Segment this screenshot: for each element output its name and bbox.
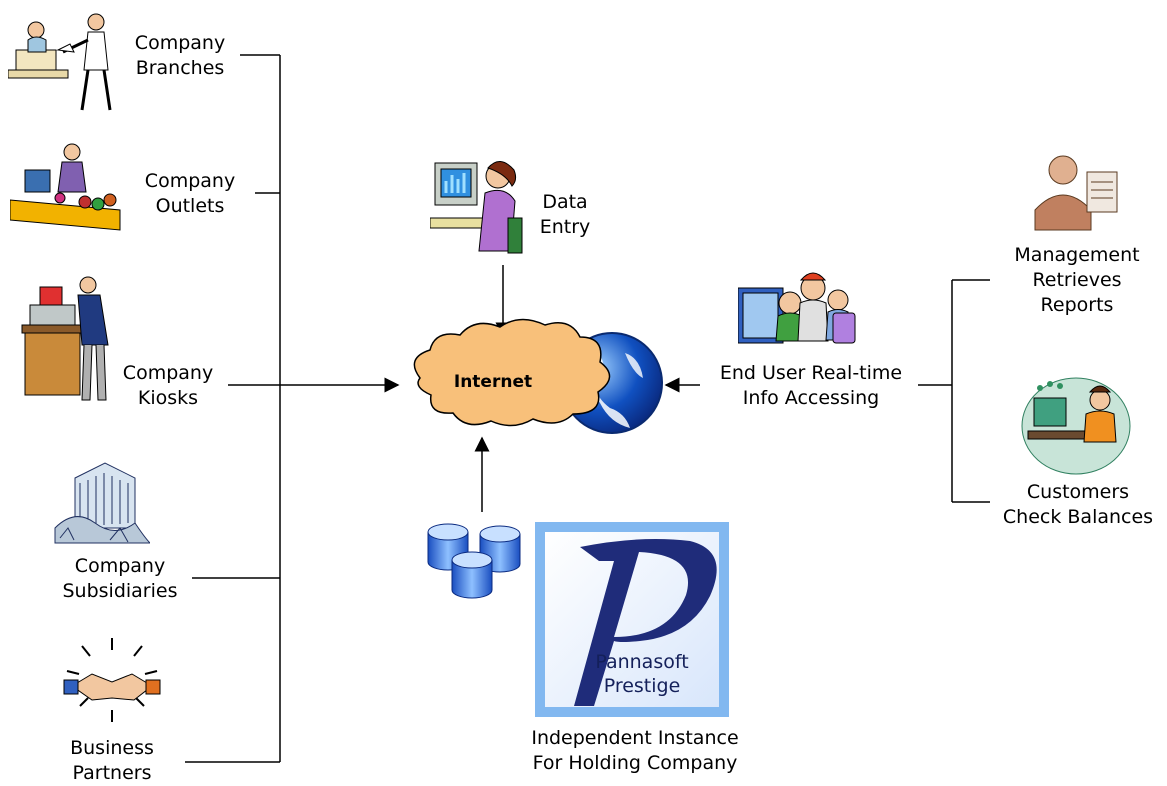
node-line2: Branches [135, 57, 225, 79]
manager-icon [1034, 155, 1118, 231]
logo-line2: Prestige [603, 675, 681, 697]
node-line1: Company [74, 555, 166, 577]
internet-cloud [413, 318, 663, 434]
node-line2: Retrieves [1032, 269, 1122, 291]
node-outlets: Company Outlets [128, 169, 252, 219]
buildings-icon [54, 462, 150, 544]
node-line2: Check Balances [1002, 506, 1154, 528]
node-branches: Company Branches [118, 31, 242, 81]
customer-computer-icon [1021, 377, 1131, 475]
node-line2: Outlets [155, 195, 225, 217]
users-devices-icon [738, 272, 856, 344]
node-management: Management Retrieves Reports [992, 243, 1162, 318]
node-partners: Business Partners [50, 736, 174, 786]
node-line1: Management [1014, 244, 1140, 266]
node-line1: Company [122, 362, 214, 384]
data-entry-line1: Data [542, 191, 588, 213]
node-line2: Partners [72, 762, 152, 784]
handshake-icon [63, 638, 161, 722]
logo-line1: Pannasoft [595, 651, 689, 673]
kiosk-terminal-icon [21, 276, 109, 401]
cloud-shape [413, 318, 611, 427]
data-entry-line2: Entry [539, 216, 591, 238]
shop-counter-icon [10, 143, 121, 231]
caption-line2: For Holding Company [532, 752, 738, 774]
node-line1: Company [144, 170, 236, 192]
database-icon [427, 523, 521, 599]
internet-label: Internet [453, 372, 533, 392]
end-user-label: End User Real-time Info Accessing [700, 361, 922, 411]
node-line2: Kiosks [137, 387, 199, 409]
pannasoft-logo: Pannasoft Prestige [535, 522, 729, 717]
logo-p-glyph [574, 539, 717, 706]
node-kiosks: Company Kiosks [106, 361, 230, 411]
caption-line1: Independent Instance [531, 727, 739, 749]
node-line1: Company [134, 32, 226, 54]
logo-text: Pannasoft Prestige [587, 650, 697, 698]
node-subsidiaries: Company Subsidiaries [48, 554, 192, 604]
clerk-customer-icon [8, 13, 112, 111]
holding-company-caption: Independent Instance For Holding Company [490, 726, 780, 776]
node-line1: Business [70, 737, 154, 759]
computer-user-icon [430, 161, 523, 254]
node-line2: Subsidiaries [62, 580, 178, 602]
node-customers: Customers Check Balances [990, 480, 1166, 530]
end-user-line2: Info Accessing [742, 387, 880, 409]
node-line3: Reports [1040, 294, 1114, 316]
node-line1: Customers [1026, 481, 1130, 503]
data-entry-label: Data Entry [525, 190, 605, 240]
end-user-line1: End User Real-time [719, 362, 903, 384]
